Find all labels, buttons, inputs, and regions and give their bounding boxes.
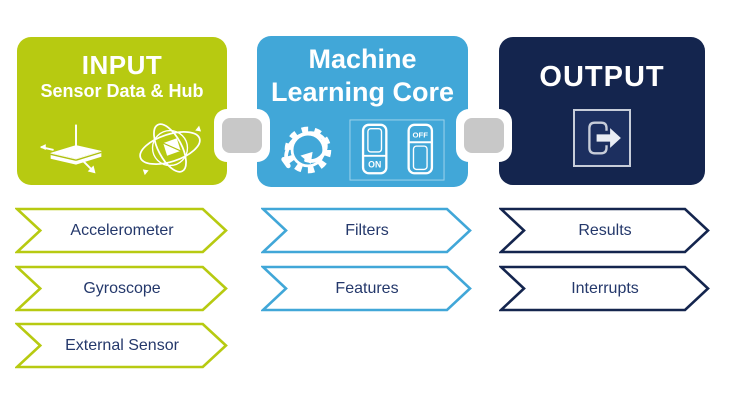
connector-right bbox=[456, 109, 512, 162]
chevron-arrow-shape bbox=[499, 265, 710, 312]
arrow-label: Interrupts bbox=[571, 279, 639, 297]
accelerometer-icon bbox=[39, 124, 102, 174]
chevron-arrow-shape bbox=[261, 207, 472, 254]
output-title: OUTPUT bbox=[539, 61, 665, 93]
connector-left bbox=[214, 109, 270, 162]
gear-check-icon bbox=[280, 126, 331, 174]
input-item-gyroscope: Gyroscope bbox=[15, 265, 229, 312]
output-item-results: Results bbox=[499, 207, 711, 254]
output-icon-row bbox=[499, 109, 705, 167]
connector-right-pad bbox=[464, 118, 504, 153]
chevron-arrow-shape bbox=[15, 322, 228, 369]
input-icon-row bbox=[17, 115, 227, 181]
connector-left-pad bbox=[222, 118, 262, 153]
mlc-icon-row: ON OFF bbox=[257, 118, 468, 182]
output-item-interrupts: Interrupts bbox=[499, 265, 711, 312]
switch-off-label: OFF bbox=[412, 130, 428, 139]
input-subtitle: Sensor Data & Hub bbox=[40, 80, 204, 101]
chevron-arrow-shape bbox=[261, 265, 472, 312]
input-title: INPUT bbox=[81, 50, 163, 80]
export-icon bbox=[588, 121, 621, 155]
export-icon-frame bbox=[573, 109, 631, 167]
switch-on-label: ON bbox=[368, 159, 381, 169]
input-item-external-sensor: External Sensor bbox=[15, 322, 229, 369]
chevron-arrow-shape bbox=[15, 207, 228, 254]
input-item-accelerometer: Accelerometer bbox=[15, 207, 229, 254]
mlc-title: Machine Learning Core bbox=[270, 44, 455, 107]
input-block: INPUT Sensor Data & Hub bbox=[17, 37, 227, 185]
arrow-label: External Sensor bbox=[65, 336, 179, 354]
arrow-label: Accelerometer bbox=[70, 221, 174, 239]
arrow-label: Results bbox=[578, 221, 632, 239]
toggle-switches-icon: ON OFF bbox=[348, 119, 445, 181]
mlc-block: Machine Learning Core ON OFF bbox=[257, 36, 468, 187]
arrow-label: Gyroscope bbox=[83, 279, 161, 297]
gyroscope-icon bbox=[139, 123, 202, 176]
chevron-arrow-shape bbox=[15, 265, 228, 312]
arrow-label: Filters bbox=[345, 221, 389, 239]
output-block: OUTPUT bbox=[499, 37, 705, 185]
mlc-item-filters: Filters bbox=[261, 207, 473, 254]
chevron-arrow-shape bbox=[499, 207, 710, 254]
arrow-label: Features bbox=[335, 279, 399, 297]
mlc-item-features: Features bbox=[261, 265, 473, 312]
